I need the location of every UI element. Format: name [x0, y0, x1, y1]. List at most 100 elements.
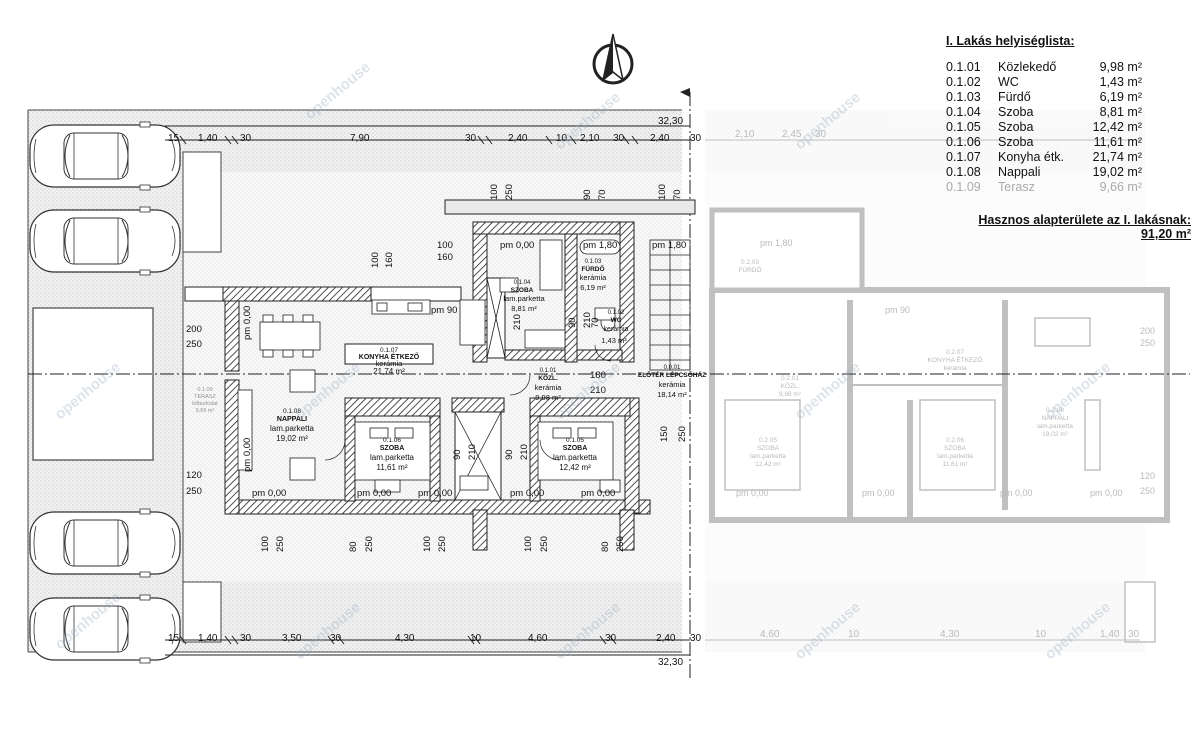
svg-text:lam.parketta: lam.parketta — [937, 453, 973, 460]
door-swings — [324, 344, 612, 461]
svg-text:4,60: 4,60 — [760, 629, 780, 640]
svg-text:250: 250 — [1140, 486, 1155, 496]
svg-text:210: 210 — [582, 312, 593, 328]
svg-text:200: 200 — [1140, 326, 1155, 336]
room-code: 0.1.03 — [585, 259, 602, 265]
furniture — [237, 239, 621, 493]
svg-text:pm 0,00: pm 0,00 — [500, 240, 534, 251]
parking-pad — [32, 307, 154, 461]
room-area: 9,66 m² — [196, 408, 215, 414]
svg-text:NAPPALI: NAPPALI — [1042, 415, 1069, 422]
svg-text:250: 250 — [186, 339, 202, 350]
room-name: NAPPALI — [277, 416, 307, 423]
room-floor: lam.parketta — [370, 453, 415, 462]
dimension-chain-top — [165, 125, 690, 145]
svg-text:pm 1,80: pm 1,80 — [652, 240, 686, 251]
svg-text:70: 70 — [597, 189, 608, 200]
svg-text:30: 30 — [1128, 629, 1140, 640]
gate-box-top — [182, 151, 222, 253]
svg-text:250: 250 — [615, 536, 626, 552]
dim-label: 30 — [690, 633, 702, 644]
svg-text:90: 90 — [582, 189, 593, 200]
svg-text:0.2.08: 0.2.08 — [1046, 407, 1064, 414]
svg-text:FÜRDŐ: FÜRDŐ — [738, 265, 761, 274]
dim-label: 2,10 — [580, 133, 600, 144]
svg-text:lam.parketta: lam.parketta — [1037, 423, 1073, 430]
room-floor: kerámia — [376, 359, 404, 368]
svg-text:SZOBA: SZOBA — [944, 445, 967, 452]
svg-text:250: 250 — [186, 486, 202, 497]
dim-label: 30 — [690, 133, 702, 144]
interior-walls — [344, 277, 631, 502]
svg-text:KÖZL.: KÖZL. — [781, 382, 800, 390]
room-name: KONYHA ÉTKEZŐ — [359, 352, 420, 361]
room-area: 9,98 m² — [535, 393, 561, 402]
room-name: FÜRDŐ — [581, 264, 604, 273]
room-code: 0.1.07 — [380, 347, 398, 354]
staircase — [649, 239, 691, 371]
svg-text:pm 1,80: pm 1,80 — [583, 240, 617, 251]
room-area: 21,74 m² — [373, 367, 405, 376]
dim-label: 1,40 — [198, 133, 218, 144]
svg-text:160: 160 — [384, 252, 395, 268]
svg-text:210: 210 — [519, 444, 530, 460]
svg-text:100: 100 — [523, 536, 534, 552]
svg-text:180: 180 — [590, 370, 606, 381]
svg-text:SZOBA: SZOBA — [757, 445, 780, 452]
room-area: 6,19 m² — [580, 283, 606, 292]
dim-label: 1,40 — [198, 633, 218, 644]
svg-text:100: 100 — [657, 184, 668, 200]
svg-text:0.2.01: 0.2.01 — [781, 375, 799, 382]
room-code: 0.1.06 — [383, 437, 401, 444]
svg-text:150: 150 — [659, 426, 670, 442]
dim-label: 15 — [168, 633, 180, 644]
svg-text:pm 1,80: pm 1,80 — [760, 238, 793, 248]
svg-text:0.2.05: 0.2.05 — [759, 437, 777, 444]
room-floor: lam.parketta — [553, 453, 598, 462]
svg-text:210: 210 — [590, 385, 606, 396]
svg-text:90: 90 — [504, 449, 515, 460]
dim-label: 2,40 — [508, 133, 528, 144]
svg-text:4,30: 4,30 — [940, 629, 960, 640]
car-icon — [29, 121, 181, 191]
svg-text:10: 10 — [848, 629, 860, 640]
svg-text:30: 30 — [815, 129, 827, 140]
dim-label: 4,30 — [395, 633, 415, 644]
dim-label: 30 — [240, 133, 252, 144]
svg-text:70: 70 — [672, 189, 683, 200]
car-icon — [29, 508, 181, 578]
svg-text:0.2.07: 0.2.07 — [946, 349, 964, 356]
room-code: 0.1.04 — [514, 280, 531, 286]
svg-text:100: 100 — [422, 536, 433, 552]
car-icon — [29, 206, 181, 276]
svg-text:250: 250 — [539, 536, 550, 552]
room-area: 12,42 m² — [559, 463, 591, 472]
svg-text:160: 160 — [437, 252, 453, 263]
svg-text:9,98 m²: 9,98 m² — [779, 391, 802, 398]
svg-text:pm 0,00: pm 0,00 — [581, 488, 615, 499]
total-area-value: 91,20 m² — [1140, 227, 1191, 241]
dim-label: 7,90 — [350, 133, 370, 144]
svg-text:lam.parketta: lam.parketta — [750, 453, 786, 460]
svg-text:1,40: 1,40 — [1100, 629, 1120, 640]
room-code: 0.1.05 — [566, 437, 584, 444]
svg-text:210: 210 — [512, 314, 523, 330]
height-annotations: 200 250 120 250 100 160 180 210 100 160 … — [186, 184, 688, 552]
svg-text:pm 0,00: pm 0,00 — [357, 488, 391, 499]
svg-text:pm 0,00: pm 0,00 — [862, 488, 895, 498]
room-area: 18,14 m² — [657, 390, 687, 399]
room-floor: kerámia — [604, 326, 629, 333]
level-markers: pm 0,00 pm 1,80 pm 1,80 pm 90 pm 0,00 pm… — [242, 240, 686, 499]
svg-text:250: 250 — [1140, 338, 1155, 348]
svg-text:120: 120 — [1140, 471, 1155, 481]
svg-text:120: 120 — [186, 470, 202, 481]
svg-text:pm 0,00: pm 0,00 — [252, 488, 286, 499]
gate-box-bottom — [182, 581, 222, 643]
svg-text:100: 100 — [489, 184, 500, 200]
